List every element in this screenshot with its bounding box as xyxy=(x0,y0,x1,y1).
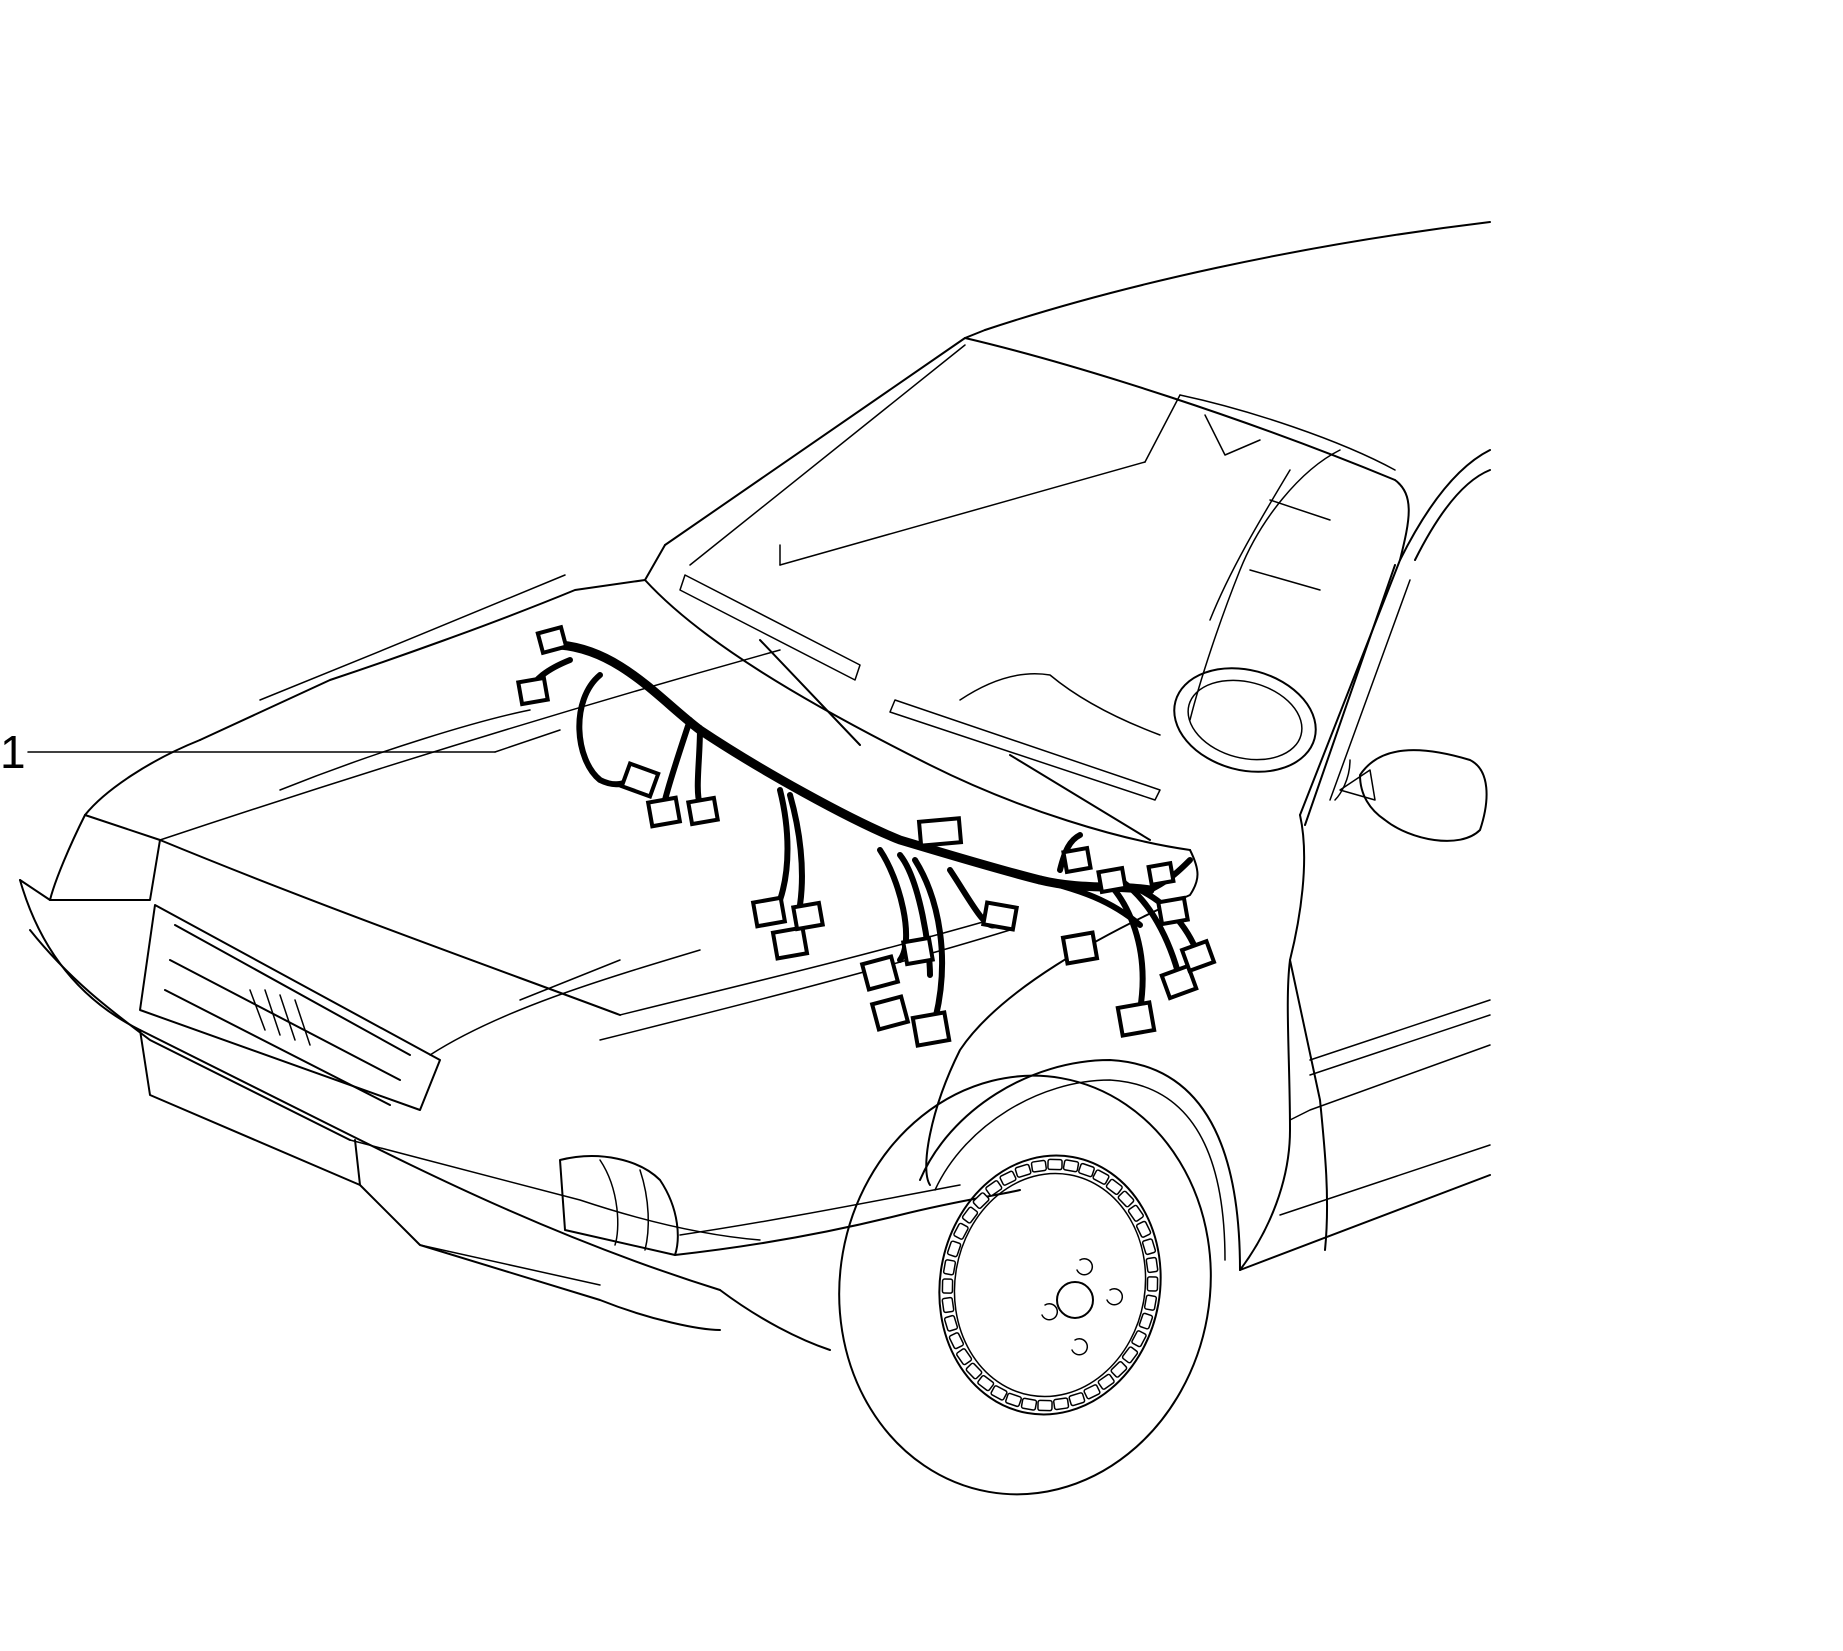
wheel-vent xyxy=(1135,1220,1152,1238)
wheel-vent xyxy=(972,1192,990,1209)
wheel-cover-vents xyxy=(941,1158,1159,1412)
wheel-vent xyxy=(1127,1204,1144,1222)
wheel-vent xyxy=(1037,1399,1053,1412)
wheel-vent xyxy=(956,1348,973,1366)
wheel-vent xyxy=(946,1240,962,1258)
wheel-vent xyxy=(985,1180,1003,1197)
wheel-vent xyxy=(1097,1373,1115,1390)
wheel-vent xyxy=(1092,1169,1110,1185)
wheel-vent xyxy=(1083,1384,1101,1400)
wheel-vent xyxy=(1121,1346,1139,1364)
wiring-harness xyxy=(515,624,1217,1048)
wheel-vent xyxy=(953,1222,969,1240)
wheel-vent xyxy=(1052,1397,1070,1411)
wheel-vent xyxy=(1146,1276,1159,1292)
wheel-vent xyxy=(1141,1238,1157,1256)
callout-1: 1 xyxy=(0,726,561,778)
wheel-vent xyxy=(1110,1361,1128,1378)
wheel-vent xyxy=(942,1259,957,1276)
wheel-vent xyxy=(1005,1392,1022,1408)
wheel-vent xyxy=(1117,1190,1135,1208)
wheel-vent xyxy=(941,1278,954,1294)
wheel-vent xyxy=(941,1296,955,1314)
wheel-vent xyxy=(1030,1159,1048,1173)
wheel-vent xyxy=(948,1332,965,1350)
wheel-vent xyxy=(943,1314,959,1332)
car-body xyxy=(19,221,1491,1496)
wheel-vent xyxy=(990,1385,1008,1401)
wheel-vent xyxy=(965,1362,983,1380)
wheel-vent xyxy=(1014,1163,1032,1178)
callout-number: 1 xyxy=(0,726,26,778)
wheel-vent xyxy=(977,1374,995,1392)
wheel-vent xyxy=(1062,1159,1080,1173)
wheel-vent xyxy=(1143,1294,1158,1311)
wheel-vent xyxy=(1068,1392,1086,1407)
wheel-vent xyxy=(1105,1178,1123,1196)
wheel-vent xyxy=(999,1170,1017,1186)
wheel-vent xyxy=(1047,1158,1063,1171)
wheel-vent xyxy=(1138,1312,1154,1330)
wheel-vent xyxy=(1078,1162,1095,1178)
wheel-vent xyxy=(1145,1256,1159,1274)
wheel-vent xyxy=(1020,1397,1038,1411)
wheel-vent xyxy=(961,1206,979,1224)
wheel-vent xyxy=(1131,1330,1147,1348)
